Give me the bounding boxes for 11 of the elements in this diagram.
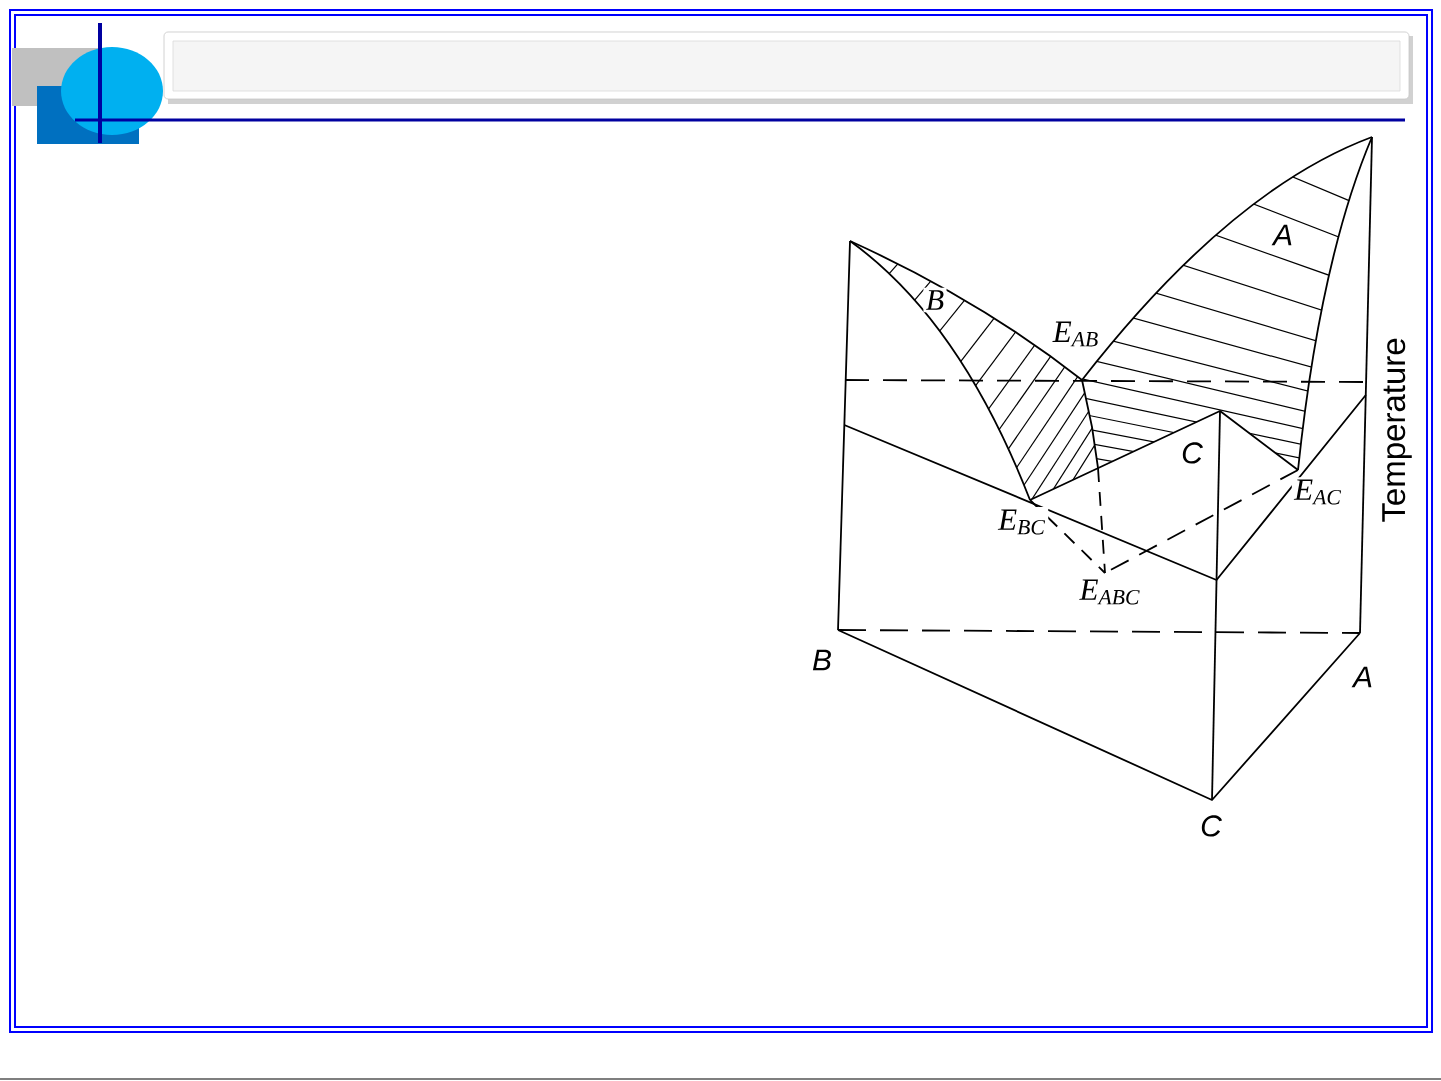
point-label: E$_{BC}$ (995, 507, 1049, 537)
point-label: E$_{ABC}$ (1077, 577, 1143, 607)
point-label: E$_{AB}$ (1050, 319, 1102, 349)
axis-label: Temperature (1379, 334, 1415, 525)
corner-label: B (809, 647, 835, 673)
region-label: C (1178, 439, 1206, 466)
corner-label: A (1350, 664, 1376, 690)
point-label: E$_{AC}$ (1291, 477, 1345, 507)
region-label: B (923, 287, 947, 313)
corner-label: C (1197, 813, 1225, 839)
region-label: A (1270, 222, 1296, 248)
